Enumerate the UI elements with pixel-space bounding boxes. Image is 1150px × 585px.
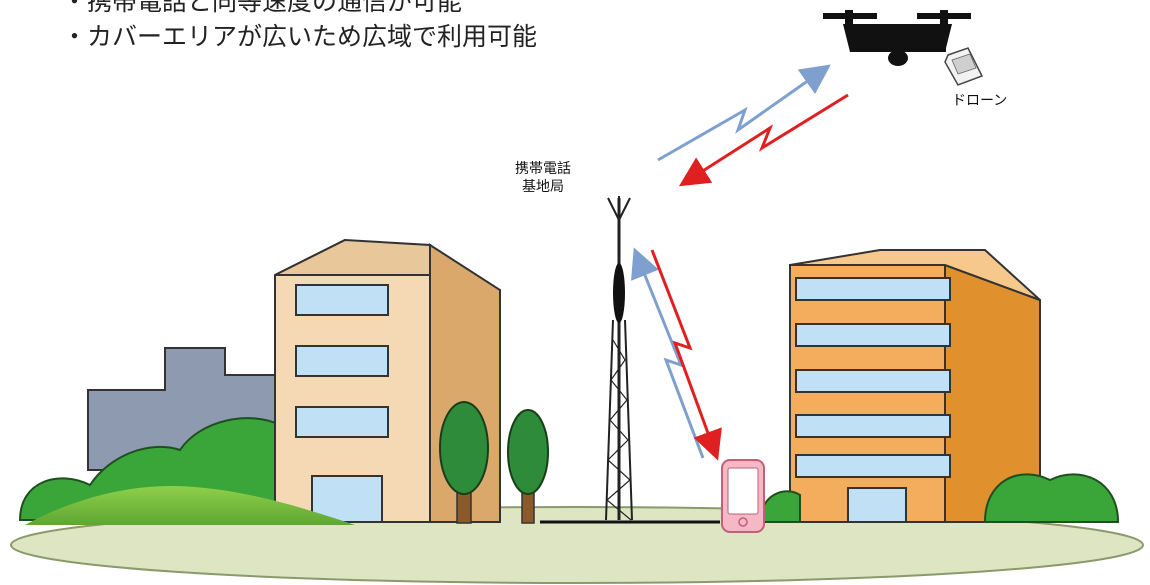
- cell-tower: [605, 196, 633, 521]
- right-bushes: [758, 473, 1120, 523]
- feature-item-speed: ・携帯電話と同等速度の通信が可能: [62, 0, 463, 16]
- feature-item-coverage: ・カバーエリアが広いため広域で利用可能: [62, 22, 538, 51]
- drone: [823, 10, 971, 66]
- base-station-label-line2: 基地局: [522, 179, 564, 195]
- base-station-label-line1: 携帯電話: [515, 161, 571, 177]
- tree-1: [439, 401, 489, 524]
- base-station-label: 携帯電話 基地局: [503, 160, 583, 196]
- downlink-arrow-drone-tower: [678, 93, 849, 187]
- right-building: [789, 249, 1041, 523]
- feature-list: ・携帯電話と同等速度の通信が可能 ・カバーエリアが広いため広域で利用可能: [62, 0, 537, 54]
- sd-card-icon: [944, 47, 984, 86]
- drone-label: ドローン: [952, 93, 1008, 109]
- smartphone: [721, 459, 765, 533]
- tree-2: [507, 409, 549, 524]
- uplink-arrow-phone-tower: [631, 247, 705, 459]
- uplink-arrow-tower-drone: [657, 64, 831, 162]
- green-hill: [25, 485, 355, 525]
- ground: [10, 506, 1144, 584]
- downlink-arrow-tower-phone: [650, 249, 722, 461]
